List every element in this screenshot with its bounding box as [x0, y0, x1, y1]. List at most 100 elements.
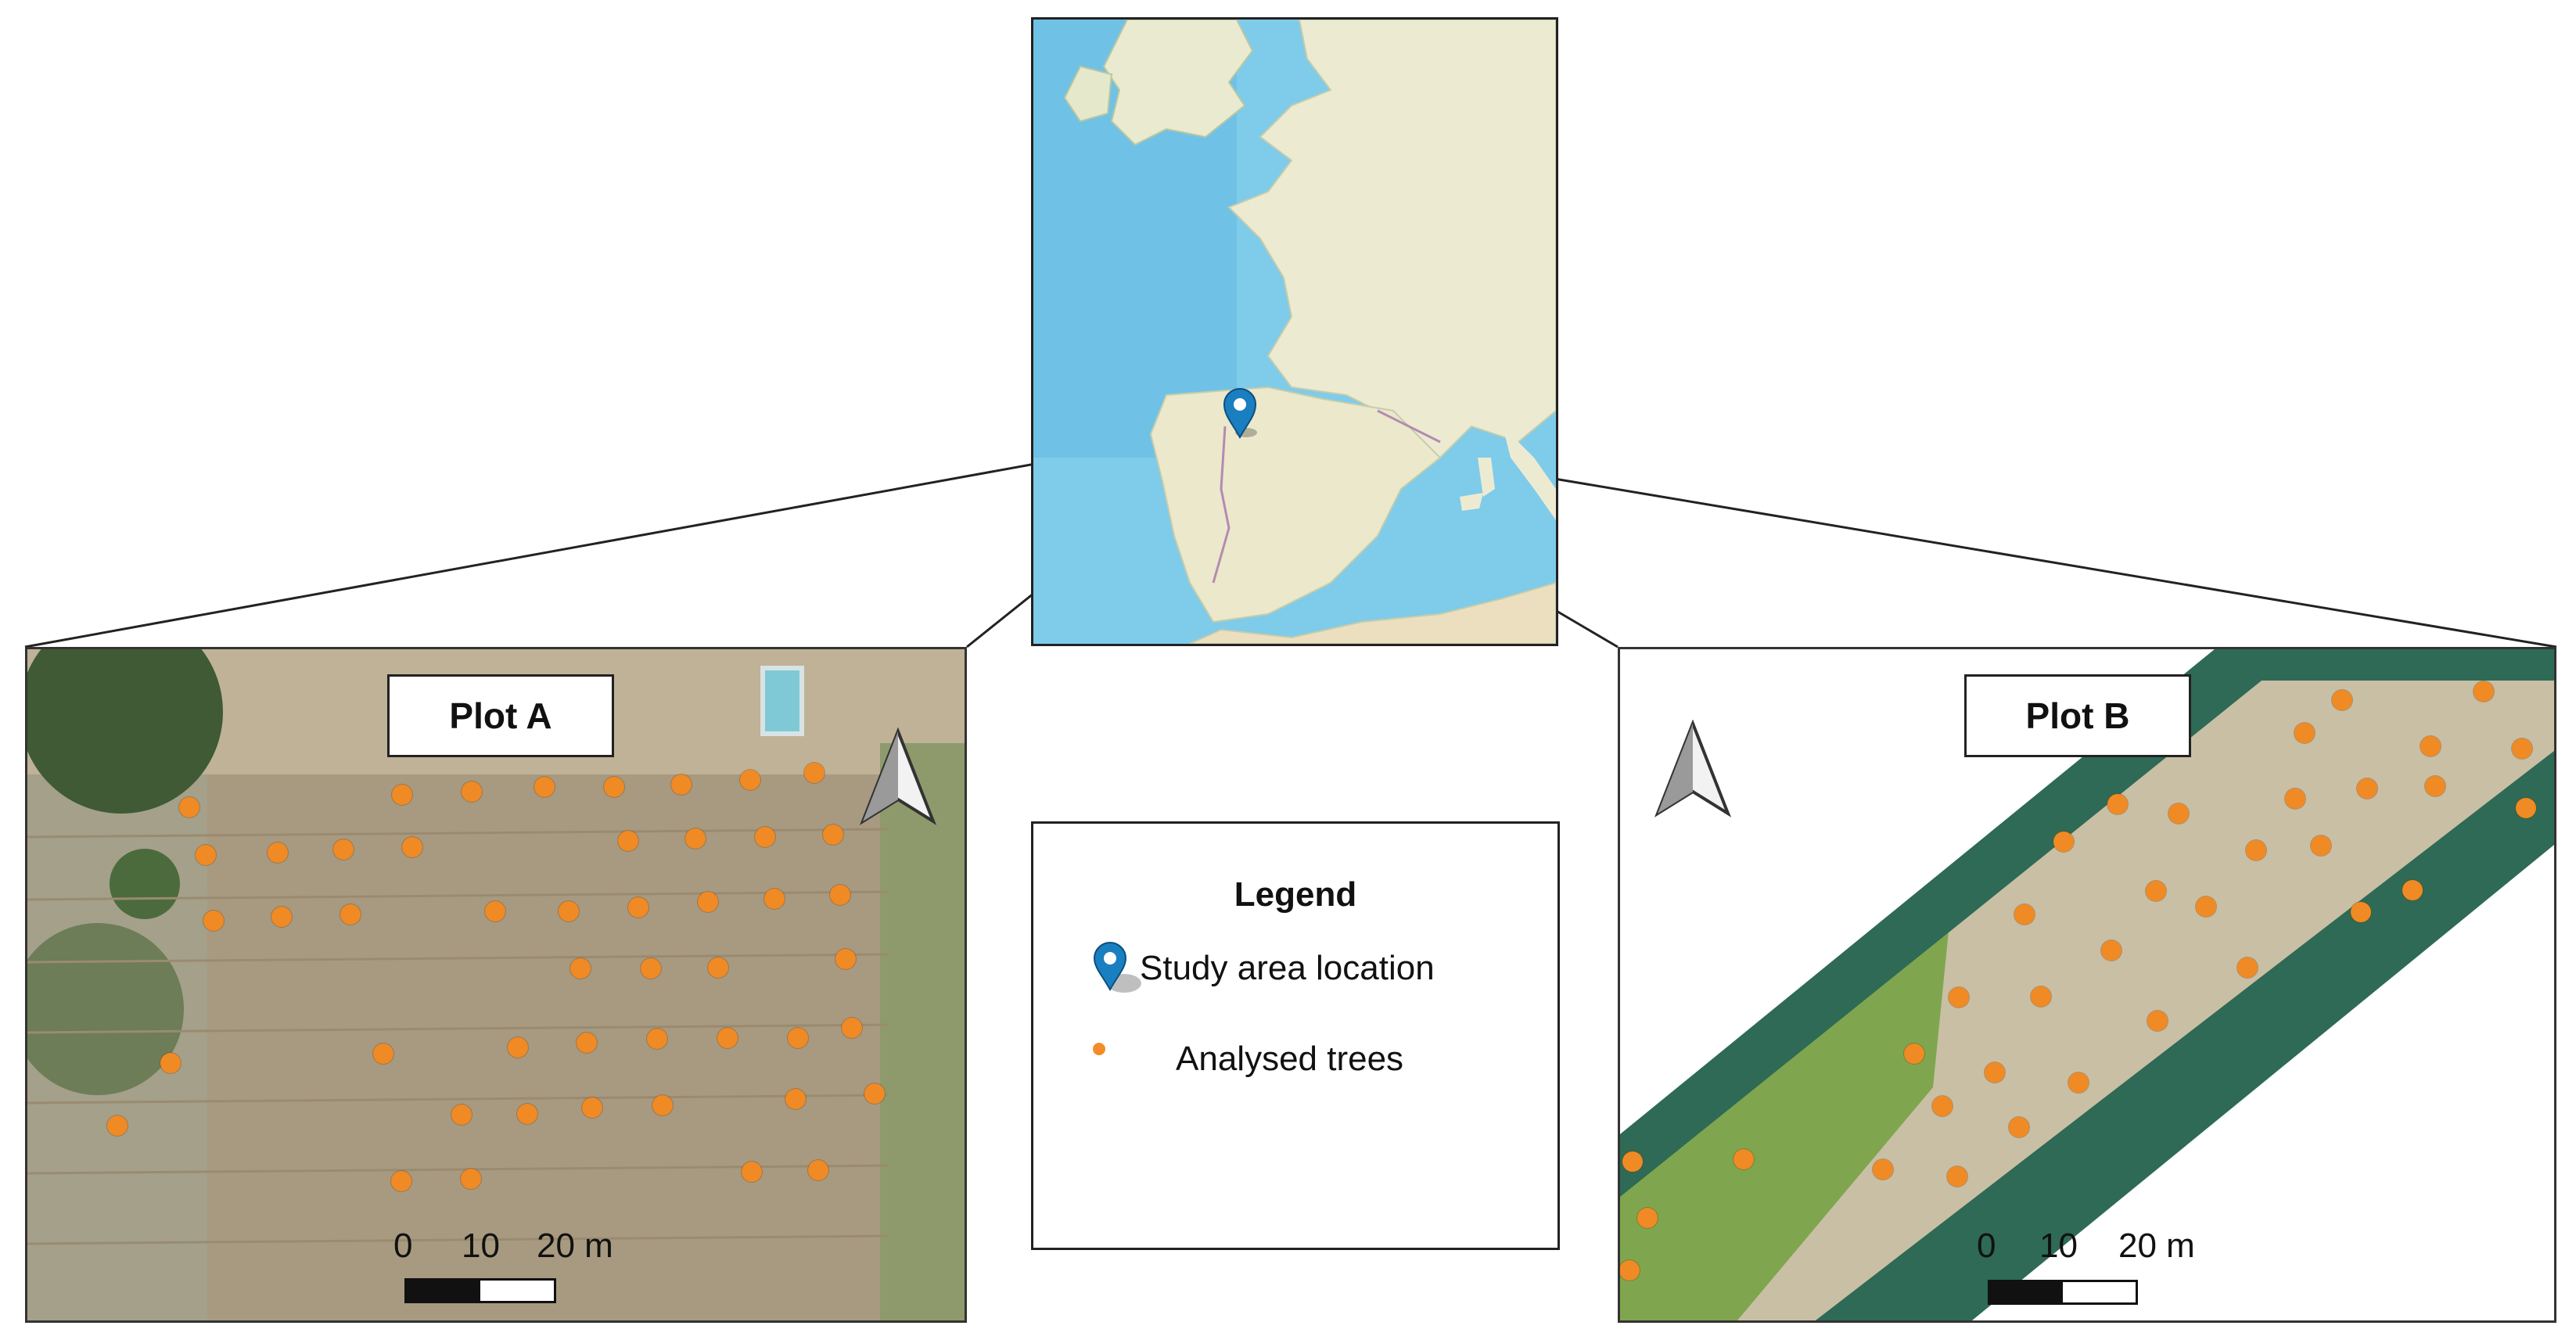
plot-b-map: Plot B 0 10 20 m: [1618, 647, 2556, 1323]
analysed-tree-marker: [2146, 880, 2167, 901]
analysed-tree-marker: [107, 1115, 128, 1137]
analysed-tree-marker: [1984, 1062, 2005, 1083]
analysed-tree-marker: [603, 776, 624, 797]
analysed-tree-marker: [2147, 1011, 2168, 1032]
analysed-tree-marker: [707, 957, 728, 978]
scale-bar: [1988, 1280, 2138, 1305]
analysed-tree-marker: [332, 839, 354, 860]
analysed-tree-marker: [2237, 957, 2258, 978]
analysed-tree-marker: [1733, 1149, 1754, 1170]
analysed-tree-marker: [640, 958, 661, 979]
analysed-tree-marker: [2516, 798, 2537, 819]
analysed-tree-marker: [2008, 1116, 2029, 1137]
analysed-tree-marker: [569, 958, 591, 979]
analysed-tree-marker: [582, 1098, 603, 1118]
analysed-tree-marker: [697, 892, 718, 913]
analysed-tree-marker: [2068, 1072, 2089, 1094]
orange-dot-icon: [1093, 1043, 1105, 1055]
analysed-tree-marker: [652, 1094, 674, 1115]
analysed-tree-marker: [804, 762, 825, 783]
analysed-tree-marker: [685, 828, 706, 849]
plot-a-aerial-image: [27, 649, 965, 1320]
analysed-tree-marker: [179, 796, 200, 817]
analysed-tree-marker: [402, 837, 423, 858]
analysed-tree-marker: [1872, 1159, 1893, 1180]
analysed-tree-marker: [2512, 738, 2533, 759]
analysed-tree-marker: [1622, 1151, 1643, 1172]
analysed-tree-marker: [2357, 778, 2378, 799]
legend-item-trees-label: Analysed trees: [1176, 1040, 1404, 1078]
analysed-tree-marker: [739, 770, 760, 791]
scale-tick-0: 0: [1977, 1227, 1996, 1265]
analysed-tree-marker: [160, 1052, 181, 1073]
analysed-tree-marker: [2402, 880, 2423, 901]
analysed-tree-marker: [2195, 896, 2216, 917]
analysed-tree-marker: [392, 785, 413, 806]
analysed-tree-marker: [2285, 789, 2306, 810]
analysed-tree-marker: [460, 1168, 481, 1189]
analysed-tree-marker: [647, 1029, 668, 1050]
analysed-tree-marker: [2474, 681, 2495, 702]
location-pin-icon: [1223, 388, 1257, 440]
analysed-tree-marker: [461, 781, 482, 802]
scale-tick-10: 10: [462, 1227, 500, 1265]
analysed-tree-marker: [2031, 986, 2052, 1008]
scale-tick-0: 0: [393, 1227, 413, 1265]
analysed-tree-marker: [628, 897, 649, 918]
analysed-tree-marker: [373, 1043, 394, 1064]
analysed-tree-marker: [484, 900, 505, 921]
plot-a-label: Plot A: [387, 674, 614, 757]
analysed-tree-marker: [271, 907, 292, 928]
analysed-tree-marker: [2294, 723, 2316, 744]
analysed-tree-marker: [1620, 1259, 1640, 1281]
analysed-tree-marker: [787, 1027, 808, 1048]
analysed-tree-marker: [2101, 940, 2122, 961]
analysed-tree-marker: [742, 1161, 763, 1182]
scale-tick-20: 20 m: [2118, 1227, 2195, 1265]
analysed-tree-marker: [203, 910, 225, 931]
analysed-tree-marker: [2420, 735, 2441, 756]
analysed-tree-marker: [2014, 904, 2035, 925]
analysed-tree-marker: [2425, 776, 2446, 797]
analysed-tree-marker: [2331, 690, 2352, 711]
analysed-tree-marker: [1636, 1207, 1658, 1228]
legend-title: Legend: [1234, 875, 1357, 914]
analysed-tree-marker: [451, 1105, 472, 1126]
plot-b-label: Plot B: [1964, 674, 2191, 757]
analysed-tree-marker: [2053, 832, 2075, 853]
scale-bar: [404, 1278, 556, 1303]
analysed-tree-marker: [2310, 835, 2331, 857]
overview-map: [1031, 17, 1558, 646]
analysed-tree-marker: [785, 1088, 807, 1109]
analysed-tree-marker: [577, 1032, 598, 1053]
analysed-tree-marker: [516, 1103, 537, 1124]
analysed-tree-marker: [823, 824, 844, 845]
plot-a-map: Plot A 0 10 20 m: [25, 647, 967, 1323]
analysed-tree-marker: [829, 885, 850, 906]
north-arrow-icon: [859, 727, 937, 825]
analysed-tree-marker: [267, 842, 288, 863]
analysed-tree-marker: [2107, 794, 2129, 815]
analysed-tree-marker: [340, 904, 361, 925]
analysed-tree-marker: [1949, 987, 1970, 1008]
overview-map-graphic: [1033, 20, 1556, 644]
location-pin-icon: [1093, 942, 1141, 993]
analysed-tree-marker: [835, 949, 856, 970]
legend-box: Legend Study area location Analysed tree…: [1031, 821, 1560, 1250]
analysed-tree-marker: [534, 776, 555, 797]
analysed-tree-marker: [617, 831, 638, 852]
scale-tick-10: 10: [2039, 1227, 2078, 1265]
analysed-tree-marker: [842, 1017, 863, 1038]
analysed-tree-marker: [1947, 1166, 1968, 1187]
analysed-tree-marker: [195, 844, 216, 865]
analysed-tree-marker: [391, 1171, 411, 1192]
analysed-tree-marker: [808, 1159, 829, 1180]
analysed-tree-marker: [507, 1036, 528, 1058]
analysed-tree-marker: [763, 889, 785, 910]
analysed-tree-marker: [2350, 902, 2371, 923]
analysed-tree-marker: [1904, 1043, 1925, 1064]
analysed-tree-marker: [717, 1027, 738, 1048]
analysed-tree-marker: [671, 774, 692, 796]
analysed-tree-marker: [864, 1083, 885, 1104]
analysed-tree-marker: [1931, 1096, 1953, 1117]
